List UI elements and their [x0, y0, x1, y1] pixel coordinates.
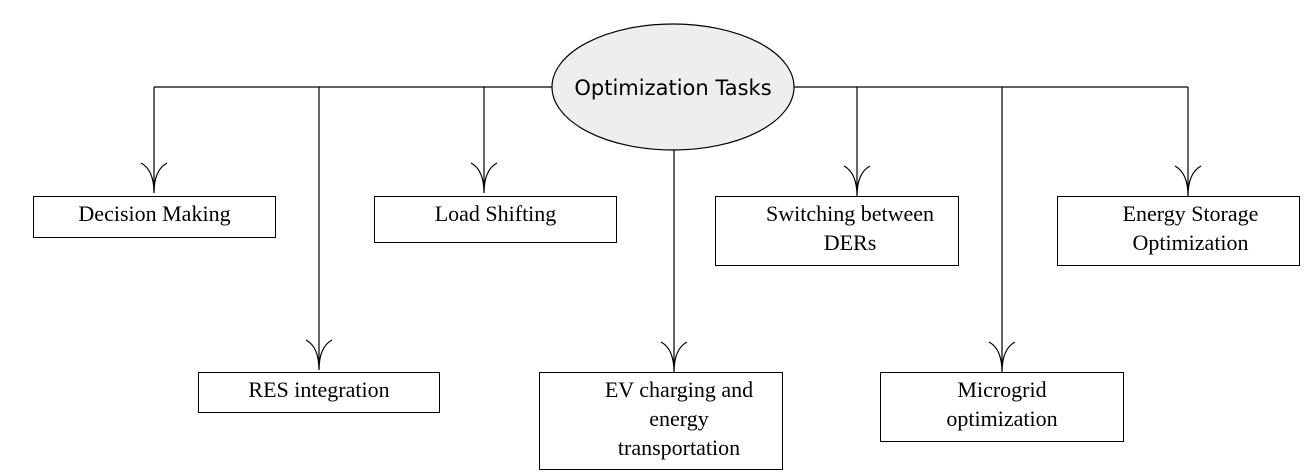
task-box-ev-charging: EV charging and energy transportation [539, 372, 783, 470]
task-box-decision-making: Decision Making [33, 196, 276, 238]
root-node-ellipse [551, 23, 795, 151]
root-node-label: Optimization Tasks [574, 76, 772, 100]
arrowhead-decision-making [140, 162, 168, 194]
arrowhead-load-shifting [470, 162, 498, 194]
task-box-res-integration: RES integration [198, 372, 440, 413]
task-box-load-shifting: Load Shifting [374, 196, 617, 243]
task-box-switching-ders: Switching between DERs [715, 196, 959, 266]
task-box-energy-storage: Energy Storage Optimization [1057, 196, 1300, 266]
arrowhead-res-integration [305, 339, 333, 371]
task-box-microgrid: Microgrid optimization [880, 372, 1124, 442]
